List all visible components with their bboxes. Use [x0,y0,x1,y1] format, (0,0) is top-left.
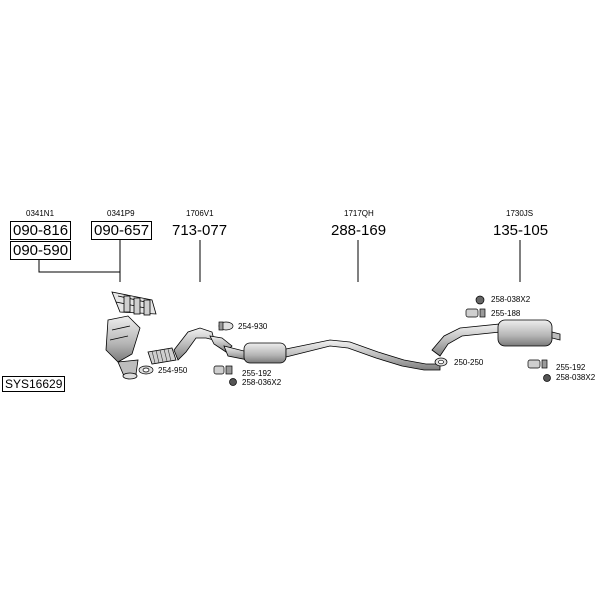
clamp-254-930-icon [218,321,234,331]
ref-1717QH: 1717QH [344,209,374,218]
middle-silencer [223,339,441,371]
fitting-255-192-right[interactable]: 255-192 [556,363,586,372]
part-135-105[interactable]: 135-105 [493,222,549,239]
gasket-254-950-icon [138,365,154,375]
clamp-250-250-icon [434,357,448,367]
fitting-258-036X2[interactable]: 258-036X2 [242,378,282,387]
fitting-254-950[interactable]: 254-950 [158,366,188,375]
system-code: SYS16629 [2,376,66,392]
part-090-590[interactable]: 090-590 [10,241,72,260]
fitting-icons [138,295,551,386]
ref-0341P9: 0341P9 [107,209,135,218]
ref-0341N1: 0341N1 [26,209,55,218]
manifold-catalyst [105,291,157,380]
fitting-255-192[interactable]: 255-192 [242,369,272,378]
fitting-258-038X2-right[interactable]: 258-038X2 [556,373,596,382]
hanger-255-192-right-icon [527,359,548,369]
fitting-250-250[interactable]: 250-250 [454,358,484,367]
rubber-258-038X2-right-icon [543,374,551,382]
hanger-255-192-icon [213,365,233,375]
part-713-077[interactable]: 713-077 [172,222,228,239]
rear-silencer [431,319,561,357]
part-090-816[interactable]: 090-816 [10,221,72,240]
part-090-657[interactable]: 090-657 [91,221,153,240]
rubber-258-036X2-icon [229,378,237,386]
leader-lines [38,240,521,282]
fitting-254-930[interactable]: 254-930 [238,322,268,331]
ref-1706V1: 1706V1 [186,209,214,218]
ref-1730JS: 1730JS [506,209,534,218]
rubber-258-038X2-top-icon [475,295,485,305]
hanger-255-188-icon [465,308,486,318]
fitting-255-188[interactable]: 255-188 [491,309,521,318]
part-288-169[interactable]: 288-169 [331,222,387,239]
leader-090-590 [38,258,120,273]
flex-front-pipe [147,327,233,365]
fitting-258-038X2-top[interactable]: 258-038X2 [491,295,531,304]
